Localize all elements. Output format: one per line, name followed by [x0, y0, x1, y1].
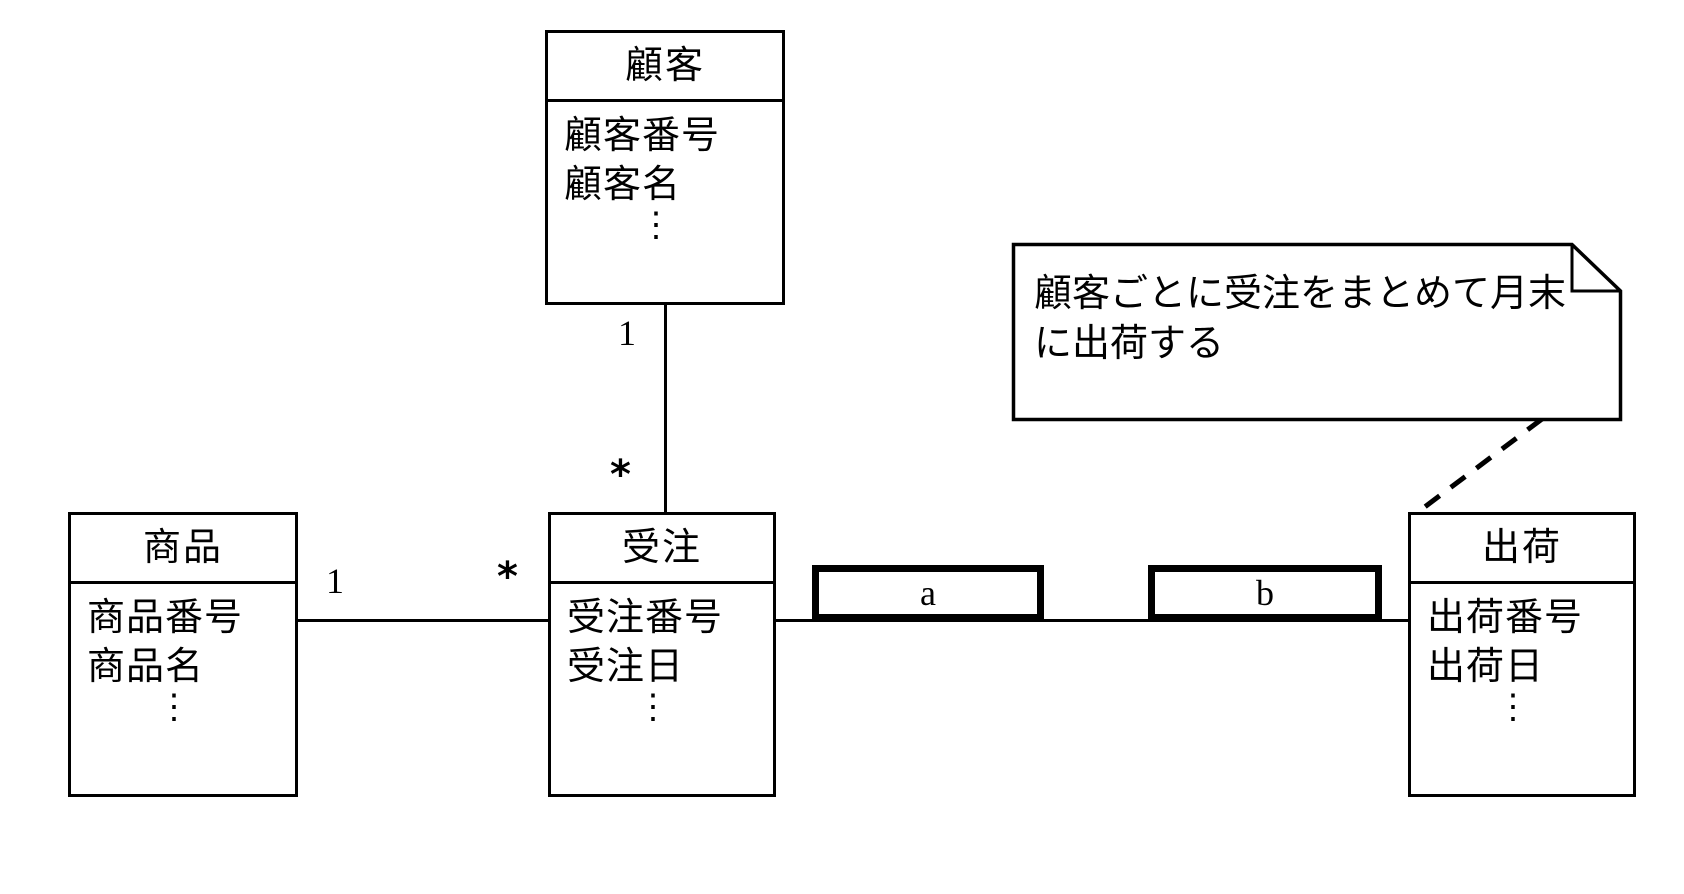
answer-box-a[interactable]: a: [812, 565, 1044, 621]
attribute-ellipsis: ⋮: [636, 689, 670, 727]
answer-box-b[interactable]: b: [1148, 565, 1382, 621]
class-box-order[interactable]: 受注 受注番号 受注日 ⋮: [548, 512, 776, 797]
attribute-item: 受注日: [567, 645, 685, 688]
multiplicity-product-1: 1: [326, 561, 344, 601]
class-name-customer: 顧客: [548, 33, 782, 102]
class-attributes-customer: 顧客番号 顧客名 ⋮: [548, 102, 782, 243]
attribute-ellipsis: ⋮: [1496, 689, 1530, 727]
class-box-customer[interactable]: 顧客 顧客番号 顧客名 ⋮: [545, 30, 785, 305]
attribute-ellipsis: ⋮: [157, 689, 191, 727]
class-box-product[interactable]: 商品 商品番号 商品名 ⋮: [68, 512, 298, 797]
class-name-product: 商品: [71, 515, 295, 584]
association-product-order: [298, 619, 548, 622]
attribute-ellipsis: ⋮: [639, 207, 673, 245]
note-text: 顧客ごとに受注をまとめて月末に出荷する: [1034, 273, 1567, 366]
multiplicity-customer-1: 1: [618, 313, 636, 353]
class-attributes-shipment: 出荷番号 出荷日 ⋮: [1411, 584, 1633, 725]
attribute-item: 商品名: [87, 645, 205, 688]
note-box[interactable]: 顧客ごとに受注をまとめて月末に出荷する: [1011, 242, 1623, 422]
note-shape-icon: [1011, 242, 1623, 422]
association-customer-order: [664, 305, 667, 520]
note-anchor-dashed-line: [1412, 417, 1544, 517]
attribute-item: 出荷番号: [1427, 596, 1584, 639]
association-order-shipment: [776, 619, 1410, 622]
class-name-order: 受注: [551, 515, 773, 584]
attribute-item: 出荷日: [1427, 645, 1545, 688]
class-box-shipment[interactable]: 出荷 出荷番号 出荷日 ⋮: [1408, 512, 1636, 797]
class-attributes-product: 商品番号 商品名 ⋮: [71, 584, 295, 725]
class-name-shipment: 出荷: [1411, 515, 1633, 584]
answer-box-a-label: a: [920, 573, 936, 613]
attribute-item: 受注番号: [567, 596, 724, 639]
attribute-item: 顧客名: [564, 163, 682, 206]
answer-box-b-label: b: [1256, 573, 1274, 613]
attribute-item: 商品番号: [87, 596, 244, 639]
multiplicity-order-star-horizontal: *: [497, 554, 518, 600]
attribute-item: 顧客番号: [564, 114, 721, 157]
class-attributes-order: 受注番号 受注日 ⋮: [551, 584, 773, 725]
multiplicity-order-star-vertical: *: [610, 452, 631, 498]
